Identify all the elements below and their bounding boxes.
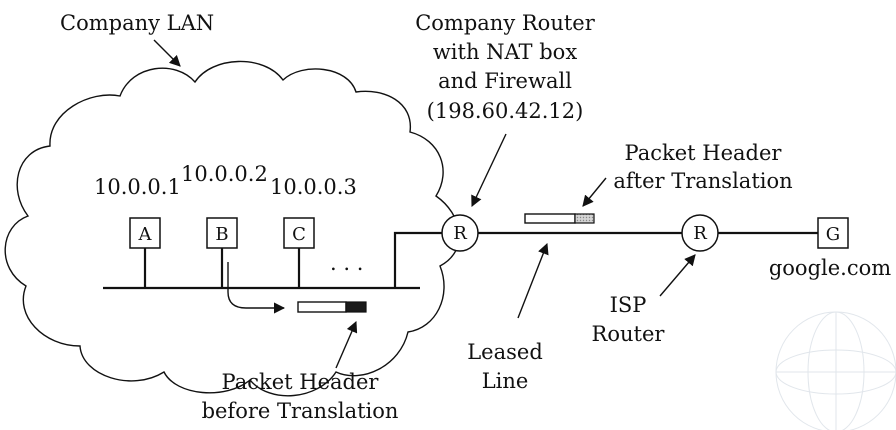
router-title-line-3: and Firewall [438, 69, 572, 93]
server-g-box [817, 217, 849, 249]
host-b-box [206, 217, 238, 249]
host-c-box [283, 217, 315, 249]
host-a-ip: 10.0.0.1 [94, 175, 181, 199]
host-b-ip: 10.0.0.2 [181, 162, 268, 186]
packet-flow-arrow [227, 262, 286, 314]
router-uplink [393, 231, 444, 288]
company-lan-arrow [153, 39, 181, 67]
host-a-box [129, 217, 161, 249]
packet-header-before [297, 301, 367, 313]
isp-router-label: R [693, 223, 707, 244]
host-a-label: A [138, 224, 153, 245]
isp-label-line-1: ISP [610, 293, 647, 317]
host-c: 10.0.0.3 C [270, 175, 357, 288]
company-lan-label: Company LAN [60, 11, 214, 35]
host-b: 10.0.0.2 B [181, 162, 268, 288]
server-domain: google.com [769, 256, 891, 280]
before-label-line-2: before Translation [202, 399, 399, 423]
router-title-line-1: Company Router [415, 11, 595, 35]
company-lan-cloud [4, 60, 460, 397]
router-ip: (198.60.42.12) [427, 99, 584, 123]
router-title-arrow [471, 133, 507, 208]
router-title-line-2: with NAT box [433, 40, 577, 64]
company-router-label: R [453, 223, 467, 244]
leased-label-arrow [517, 242, 549, 319]
more-hosts-ellipsis: . . . [330, 251, 363, 275]
host-c-label: C [292, 224, 306, 245]
after-label-line-1: Packet Header [625, 141, 783, 165]
isp-label-arrow [659, 254, 696, 297]
host-c-ip: 10.0.0.3 [270, 175, 357, 199]
after-label-arrow [582, 177, 607, 207]
host-a: 10.0.0.1 A [94, 175, 181, 288]
leased-label-line-1: Leased [467, 340, 543, 364]
packet-header-after [524, 213, 595, 224]
before-label-line-1: Packet Header [222, 370, 380, 394]
host-b-label: B [215, 224, 228, 245]
server-g-label: G [826, 224, 840, 245]
isp-label-line-2: Router [592, 322, 666, 346]
leased-label-line-2: Line [482, 369, 529, 393]
globe-watermark [775, 311, 896, 430]
after-label-line-2: after Translation [613, 169, 792, 193]
before-label-arrow [335, 320, 358, 369]
